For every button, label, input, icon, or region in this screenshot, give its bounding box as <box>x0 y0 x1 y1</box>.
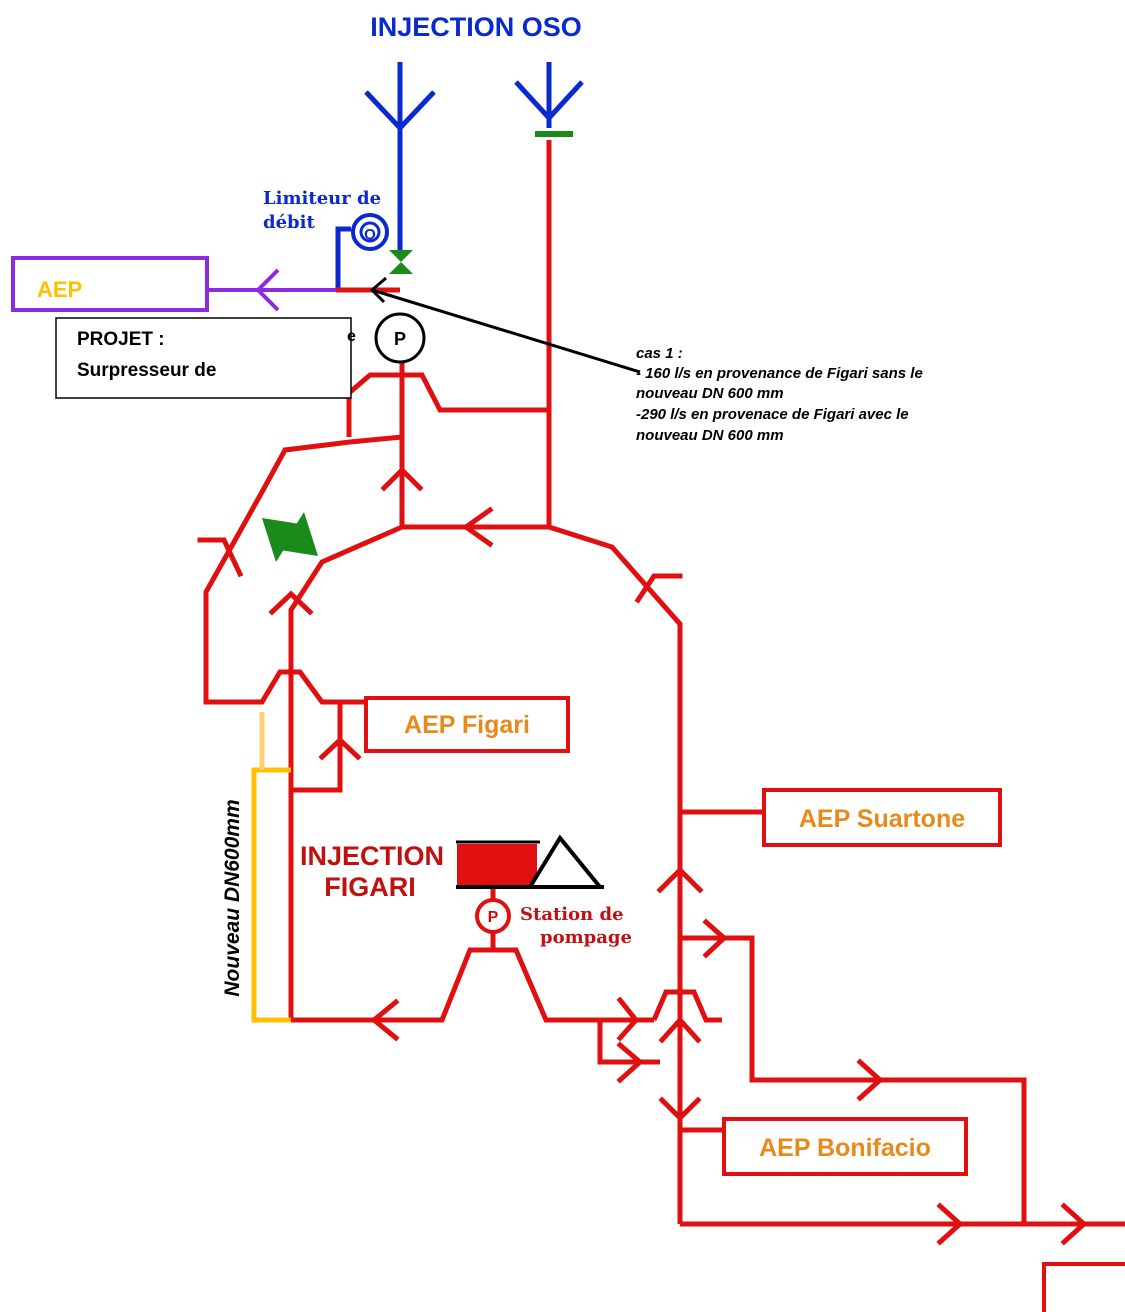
flow-arrows <box>197 466 1088 1246</box>
flow-limiter-symbol: Q <box>364 226 376 243</box>
pump-symbol-station: P <box>488 909 499 926</box>
aep-suartone-box <box>762 788 1002 847</box>
nouveau-dn600-label: Nouveau DN600mm <box>221 799 244 996</box>
cas1-annotation: cas 1 : - 160 l/s en provenance de Figar… <box>636 345 923 444</box>
red-pipe-network <box>203 140 1125 1227</box>
pump-icon-upper: P <box>374 312 426 364</box>
station-label-2: pompage <box>540 927 632 948</box>
diagram-title: INJECTION OSO <box>370 12 582 42</box>
limiteur-label-2: débit <box>263 212 315 233</box>
aep-figari-box <box>364 696 570 753</box>
valve-icon <box>389 250 413 274</box>
cas1-line-4: -290 l/s en provenace de Figari avec le <box>636 406 909 423</box>
aep-projet-label: AEP <box>37 277 82 302</box>
aep-figari-label: AEP Figari <box>404 711 530 739</box>
aep-projet-box <box>11 256 209 312</box>
cas1-line-1: cas 1 : <box>636 345 683 362</box>
cas1-line-5: nouveau DN 600 mm <box>636 427 784 444</box>
aep-bonifacio-label: AEP Bonifacio <box>759 1134 931 1162</box>
aep-bonifacio-box <box>722 1117 968 1176</box>
station-label-1: Station de <box>520 904 624 925</box>
reservoir-icon <box>456 834 605 889</box>
annotation-arrow <box>369 276 641 374</box>
pump-symbol-upper: P <box>394 329 406 349</box>
bypass-valve-icon <box>262 512 318 562</box>
pump-icon-station: P <box>475 898 511 950</box>
new-dn600-pipe <box>251 767 291 1023</box>
injection-figari-label-2: FIGARI <box>324 872 416 902</box>
oso-injection-pipes <box>335 62 584 290</box>
aep-suartone-label: AEP Suartone <box>799 805 965 833</box>
projet-label-2: Surpresseur de <box>77 360 216 381</box>
projet-label-partial: e <box>347 328 356 345</box>
injection-figari-label-1: INJECTION <box>300 841 444 871</box>
aep-projet-line <box>208 268 336 312</box>
flow-limiter-icon: Q <box>351 213 389 251</box>
cas1-line-3: nouveau DN 600 mm <box>636 385 784 402</box>
limiteur-label-1: Limiteur de <box>263 188 381 209</box>
projet-label-1: PROJET : <box>77 329 165 350</box>
partial-box <box>1042 1262 1125 1312</box>
cas1-line-2: - 160 l/s en provenance de Figari sans l… <box>636 365 923 382</box>
projet-box <box>55 317 352 399</box>
